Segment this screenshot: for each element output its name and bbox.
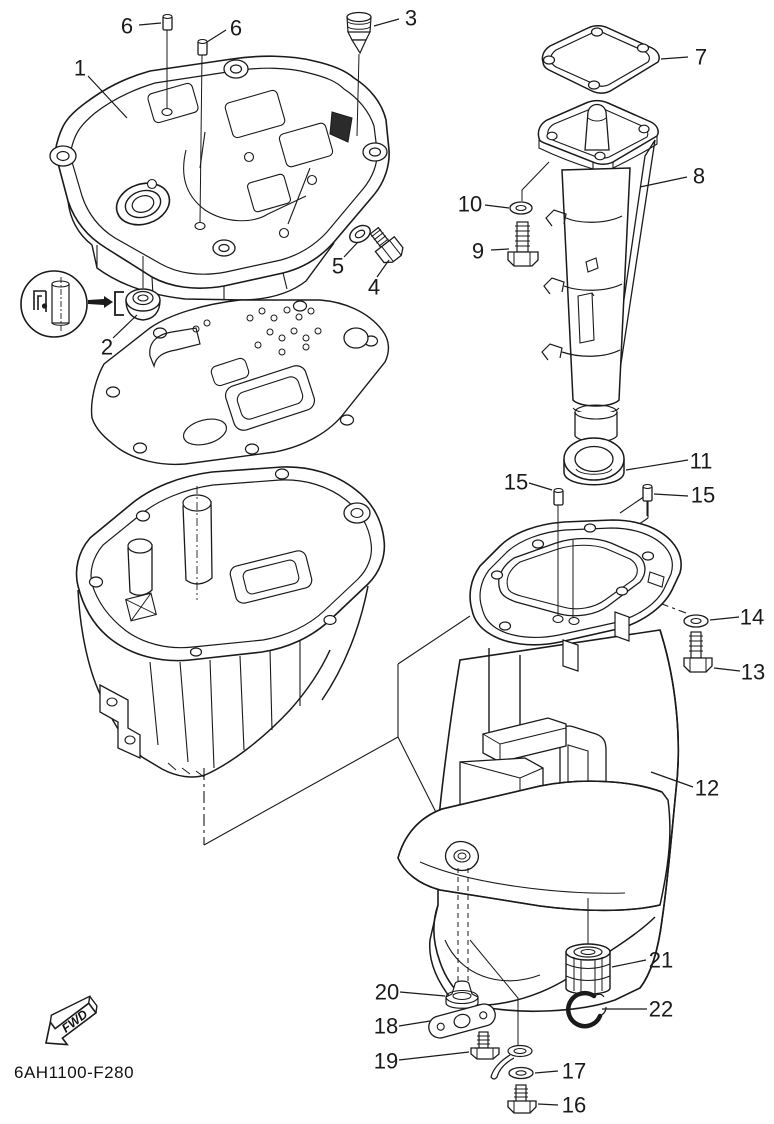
part-19-bolt [470,1031,500,1060]
part-13-bolt [683,631,713,673]
part-21-nut [565,943,611,995]
callout-6b: 6 [230,16,242,41]
callout-21: 21 [649,948,673,973]
callout-11: 11 [690,449,713,474]
seal-lip-dot [41,303,48,309]
callout-10: 10 [458,192,482,217]
part-8-driveshaft-housing [537,100,659,443]
part-6-pin-left [161,13,173,117]
part-17-washer [508,1066,534,1080]
speedometer-pickup-hook [490,1044,533,1080]
callout-19: 19 [374,1049,398,1074]
callout-7: 7 [695,45,707,70]
callout-18: 18 [374,1014,398,1039]
casing-boss-cylinders [127,486,213,600]
callout-5: 5 [332,254,344,279]
part-6-pin-right [194,38,208,231]
part-15-pin-left [552,487,580,626]
callout-20: 20 [375,980,399,1005]
callout-14: 14 [740,605,764,630]
callout-9: 9 [472,239,484,264]
part-14-washer [683,614,709,628]
part-11-bushing [563,437,625,486]
callout-15a: 15 [504,470,528,495]
callout-17: 17 [562,1059,586,1084]
part-1-casing-bottom-view [75,466,386,778]
callout-2: 2 [101,335,113,360]
gasket-hole-cluster [192,306,322,356]
upper-casing-gasket [90,299,390,466]
fwd-direction-arrow: FWD [45,995,98,1046]
projection-lines [203,585,687,846]
part-20-seal [445,980,479,1009]
callout-3: 3 [405,6,417,31]
part-3-plug [346,11,372,137]
callout-6a: 6 [121,14,133,39]
diagram-code: 6AH1100-F280 [14,1063,134,1082]
callout-15b: 15 [691,483,715,508]
part-2-grommet [125,256,161,321]
inset-detail-circle [20,270,124,338]
part-5-washer [349,224,371,244]
inset-pointer-arrow [88,296,113,308]
part-1-exhaust-guide-top-view [49,55,390,301]
leader-lines [87,18,741,1106]
callout-labels: 1 2 3 4 5 6 6 7 8 9 10 11 12 13 14 15 15… [74,6,765,1118]
part-9-bolt [507,221,539,267]
callout-13: 13 [741,660,765,685]
part-22-circlip [566,990,607,1029]
part-18-gasket-plate [428,1003,496,1039]
part-10-washer [509,161,550,215]
part-12-upper-casing [397,519,682,1046]
part-7-gasket [541,25,660,94]
callout-1: 1 [74,56,86,81]
part-16-bolt [507,1084,537,1114]
callout-12: 12 [695,776,719,801]
part-15-pin-right [642,483,653,516]
part-4-bolt [369,226,404,264]
callout-8: 8 [693,164,705,189]
callout-16: 16 [562,1093,586,1118]
callout-4: 4 [368,275,380,300]
callout-22: 22 [649,997,673,1022]
